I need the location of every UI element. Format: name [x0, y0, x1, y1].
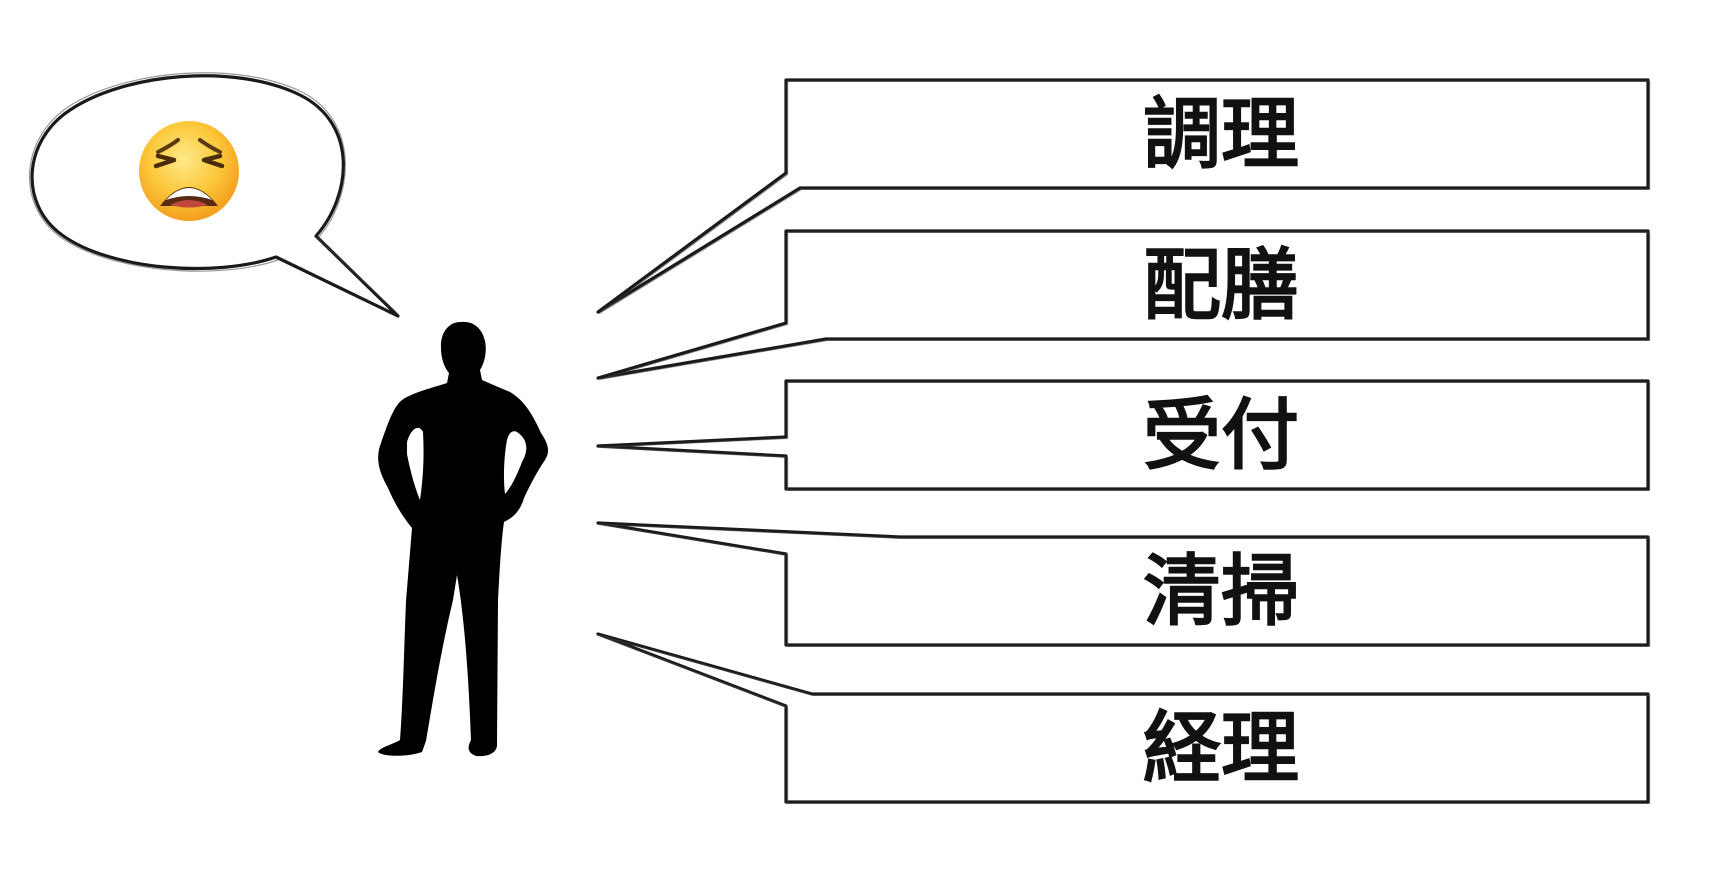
role-label: 受付 — [1143, 391, 1299, 481]
role-callout-frame — [596, 632, 1650, 804]
role-callout-sketch-line — [599, 80, 1651, 314]
role-callout-frame — [596, 229, 1650, 380]
role-callout: 受付 — [596, 379, 1651, 491]
role-callout: 清掃 — [596, 521, 1651, 647]
role-callout-sketch-line — [599, 381, 1651, 491]
role-label: 清掃 — [1143, 547, 1299, 637]
role-callout-frame — [596, 379, 1650, 491]
role-callout: 調理 — [596, 78, 1651, 314]
role-callout-sketch-line — [599, 231, 1651, 380]
role-callout-frame — [596, 78, 1650, 314]
role-callout: 配膳 — [596, 229, 1651, 380]
role-callout-frame — [596, 521, 1650, 647]
role-label: 配膳 — [1143, 241, 1299, 331]
person-silhouette-icon — [378, 321, 549, 757]
role-callout: 経理 — [596, 632, 1651, 804]
weary-face-emoji-icon — [139, 121, 239, 221]
role-callout-sketch-line — [599, 523, 1651, 647]
thought-bubble — [28, 72, 400, 318]
role-label: 経理 — [1143, 704, 1299, 794]
role-callout-sketch-line — [599, 634, 1651, 804]
role-label: 調理 — [1143, 90, 1299, 180]
